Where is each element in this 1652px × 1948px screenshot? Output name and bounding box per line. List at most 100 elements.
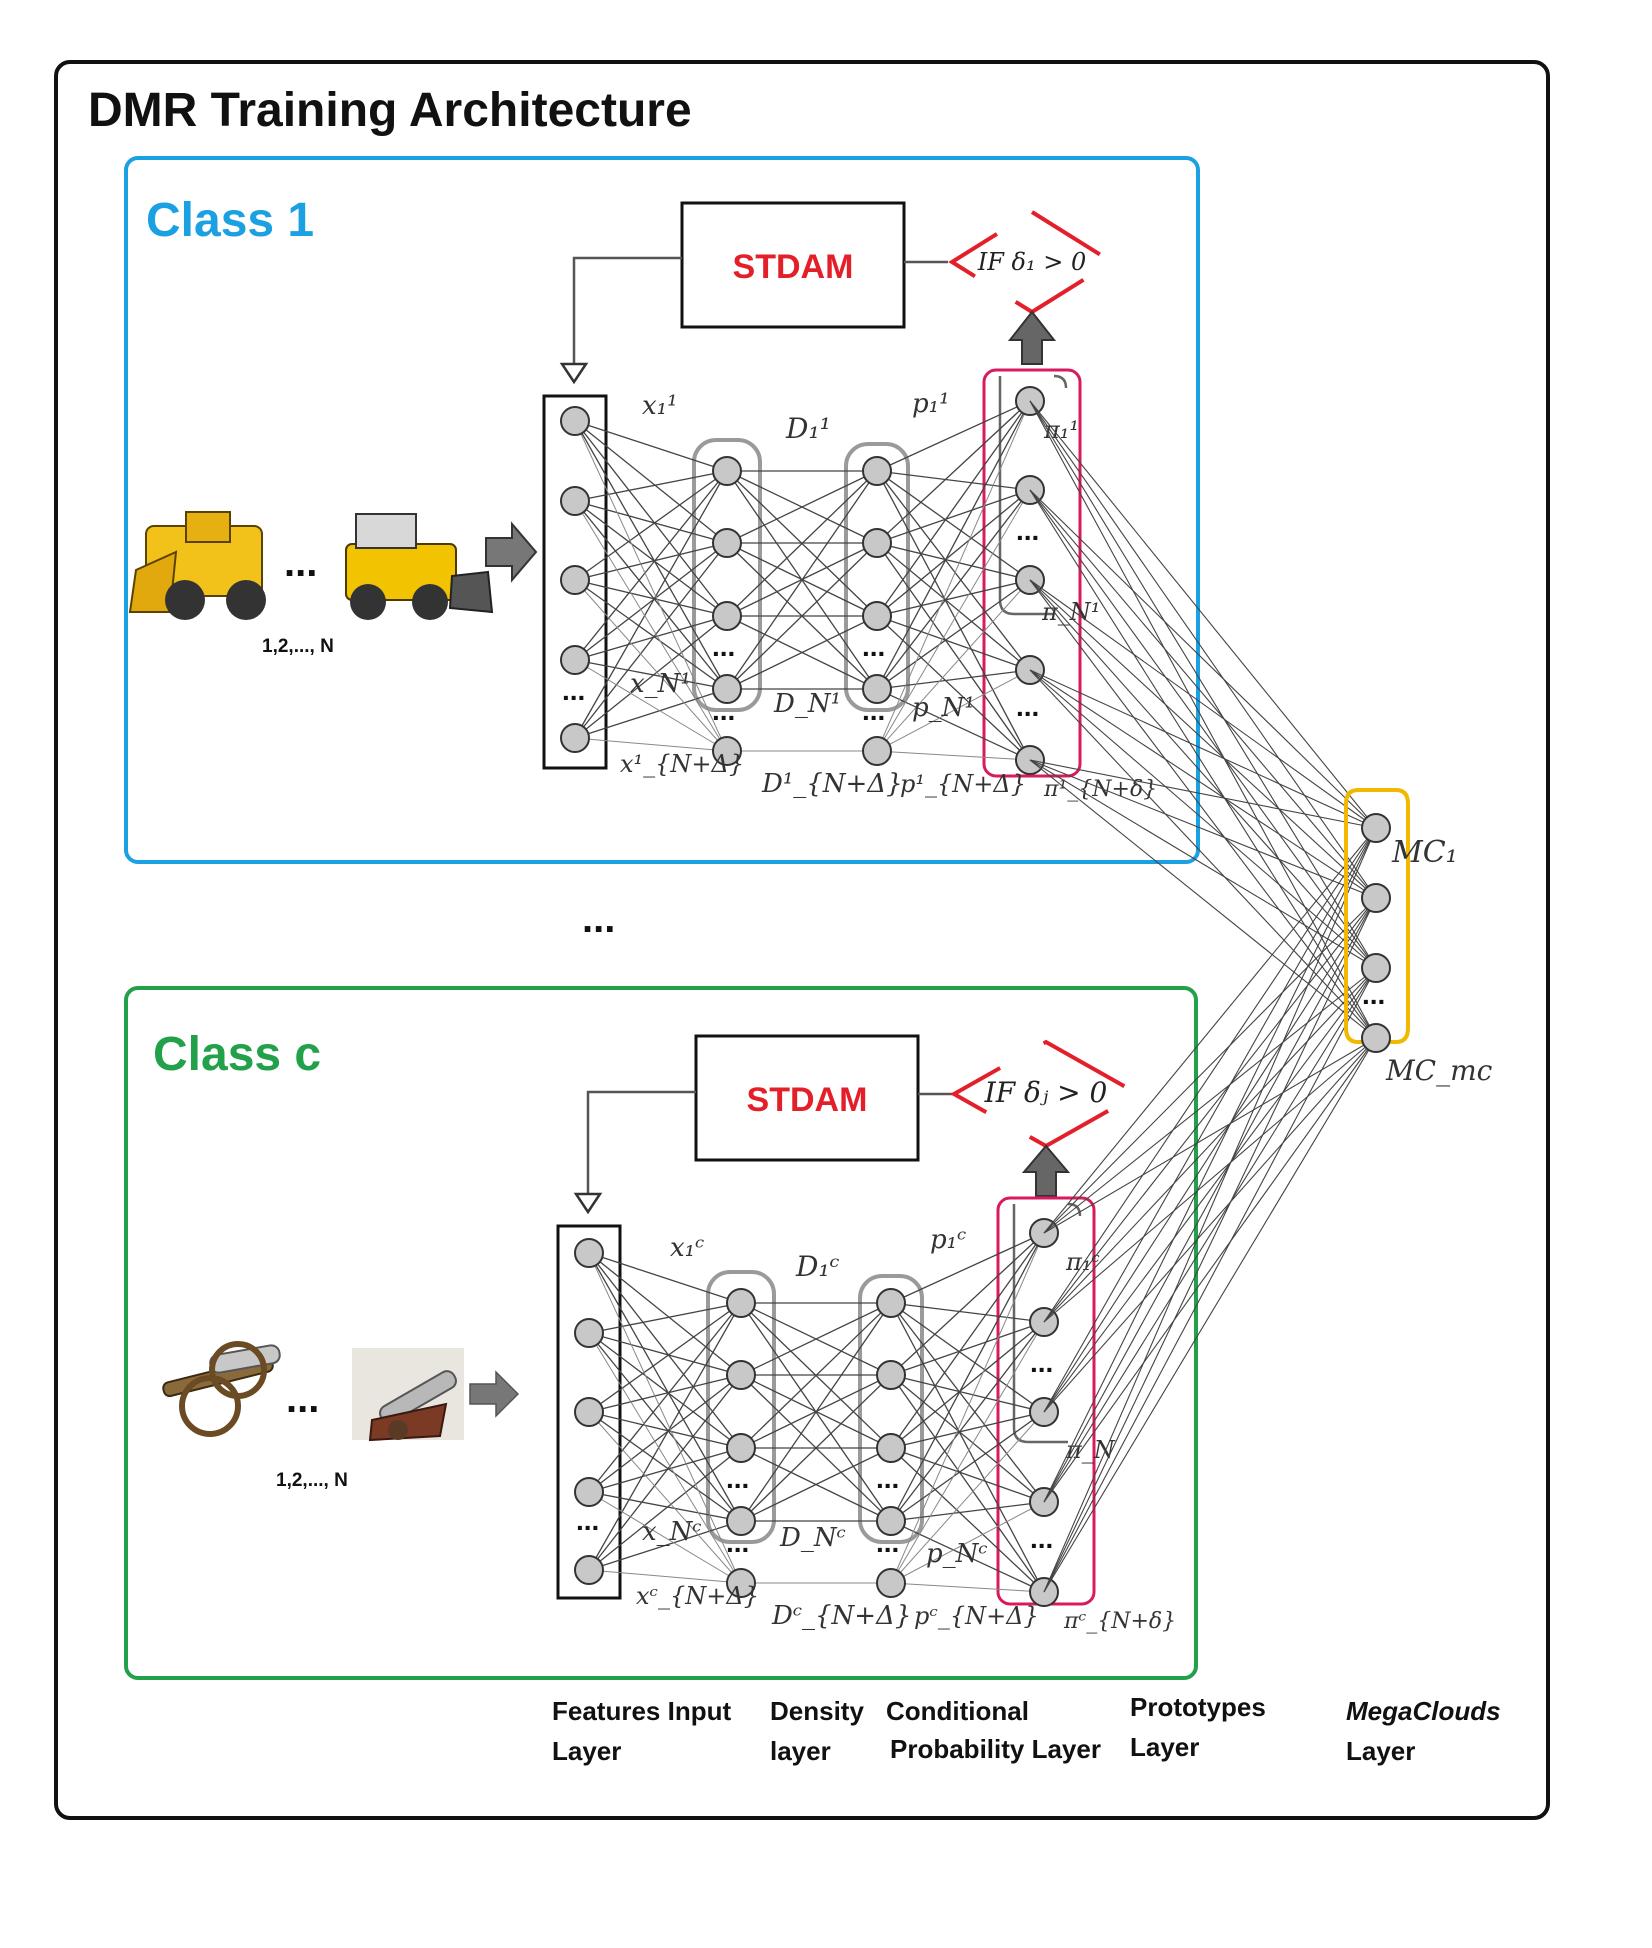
classc-edges	[588, 1232, 1045, 1593]
megacloud-node	[1361, 1023, 1391, 1053]
edge	[574, 500, 728, 690]
edge	[574, 615, 728, 739]
c1-density-node	[712, 674, 742, 704]
classc-label-DND: Dᶜ_{N+Δ}	[771, 1601, 911, 1631]
edge	[876, 400, 1031, 544]
edge	[1029, 669, 1377, 1039]
layer-captions: Features Input Layer Density layer Condi…	[552, 1692, 1501, 1766]
edge	[740, 1374, 892, 1522]
edge	[876, 489, 1031, 544]
edge	[740, 1447, 892, 1522]
c1-input-node	[560, 645, 590, 675]
megacloud-node	[1361, 953, 1391, 983]
class1-condition-text: IF δ₁ > 0	[977, 248, 1086, 276]
c1-density-node	[712, 736, 742, 766]
edge	[876, 400, 1031, 472]
outer-frame	[54, 60, 1550, 1820]
edge	[588, 1252, 742, 1304]
edge	[574, 420, 728, 752]
edge	[890, 1232, 1045, 1304]
edge	[890, 1321, 1045, 1522]
edge	[1029, 489, 1377, 1039]
class1-prototypes-box	[982, 368, 1082, 778]
edge	[1043, 1037, 1377, 1234]
edge	[574, 615, 728, 661]
class1-density-ellipsis: ...	[712, 631, 735, 662]
edge	[588, 1569, 742, 1584]
edge	[876, 750, 1031, 761]
class1-stdam-label: STDAM	[733, 248, 854, 286]
c1-input-node	[560, 486, 590, 516]
classc-conditional-capsule	[858, 1274, 924, 1544]
edge	[1029, 759, 1377, 829]
cc-input-node	[574, 1318, 604, 1348]
edge	[1043, 827, 1377, 1593]
edge	[726, 615, 878, 690]
classc-stdam-box	[694, 1034, 920, 1162]
edge	[1029, 759, 1377, 899]
edge	[1029, 669, 1377, 829]
class1-feedback-line	[572, 256, 682, 368]
edge	[876, 579, 1031, 617]
edge	[1043, 897, 1377, 1503]
diagram-title: DMR Training Architecture	[88, 84, 692, 137]
caption-density-1: Density	[770, 1696, 864, 1726]
edge	[588, 1302, 742, 1413]
class1-edges	[574, 400, 1031, 761]
classc-label-DN: D_Nᶜ	[779, 1523, 846, 1553]
between-classes-ellipsis: ...	[582, 897, 615, 941]
edge	[1043, 967, 1377, 1413]
class1-network: STDAM IF δ₁ > 0 ... 1,2,..., N	[128, 201, 1157, 802]
edge	[574, 542, 728, 661]
cc-input-node	[574, 1238, 604, 1268]
edge	[740, 1302, 892, 1522]
edge	[574, 737, 728, 752]
edge	[1043, 827, 1377, 1323]
class1-density-ellipsis-2: ...	[712, 695, 735, 726]
edge	[1043, 1037, 1377, 1413]
megaclouds-nodes	[1361, 813, 1391, 1053]
classc-density-ellipsis-2: ...	[726, 1527, 749, 1558]
classc-conditional-ellipsis-2: ...	[876, 1527, 899, 1558]
edge	[588, 1332, 742, 1584]
megacloud-node	[1361, 813, 1391, 843]
class1-up-arrow	[1007, 310, 1057, 365]
caption-features-1: Features Input	[552, 1696, 731, 1726]
class1-features-box	[542, 394, 608, 770]
class1-stdam-box	[680, 201, 906, 329]
edge	[574, 659, 728, 752]
class1-conditional-capsule	[844, 442, 910, 712]
edge	[588, 1302, 742, 1334]
edge	[876, 470, 1031, 581]
edge	[890, 1582, 1045, 1593]
edge	[588, 1411, 742, 1584]
edge	[574, 579, 728, 617]
edge	[876, 669, 1031, 752]
cc-density-node	[726, 1506, 756, 1536]
cc-conditional-node	[876, 1433, 906, 1463]
classc-input-arrow	[469, 1370, 520, 1418]
classc-feedback-line	[586, 1090, 696, 1198]
c1-conditional-node	[862, 674, 892, 704]
classc-conditional-ellipsis: ...	[876, 1463, 899, 1494]
edge	[588, 1332, 742, 1522]
edge	[574, 500, 728, 544]
edge	[588, 1374, 742, 1493]
edge	[1029, 489, 1377, 829]
edge	[876, 400, 1031, 690]
edge	[1043, 827, 1377, 1234]
edge	[1029, 400, 1377, 969]
cc-density-node	[726, 1360, 756, 1390]
classc-label-pND: pᶜ_{N+Δ}	[914, 1602, 1039, 1630]
edge	[726, 542, 878, 690]
edge	[876, 579, 1031, 690]
classc-condition-text: IF δⱼ > 0	[984, 1076, 1108, 1109]
edge	[574, 470, 728, 739]
c1-conditional-node	[862, 456, 892, 486]
edge	[574, 420, 728, 544]
edge	[876, 489, 1031, 617]
edge	[588, 1302, 742, 1493]
edge	[574, 659, 728, 690]
cc-input-node	[574, 1477, 604, 1507]
